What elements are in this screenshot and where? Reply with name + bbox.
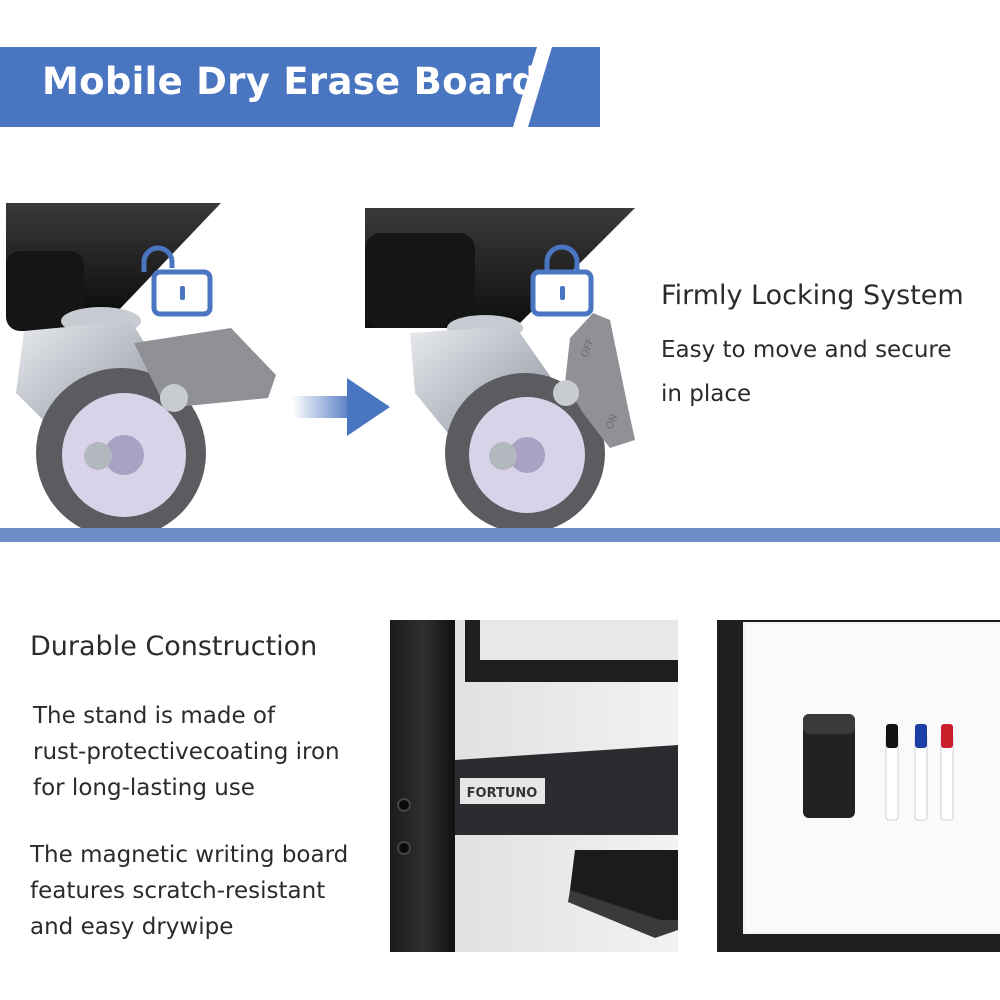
durable-paragraph-2: The magnetic writing board features scra… <box>30 837 348 945</box>
black-marker <box>885 724 899 821</box>
unlocked-padlock-icon <box>141 245 213 317</box>
section-divider <box>0 528 1000 542</box>
banner-title: Mobile Dry Erase Board <box>42 60 539 103</box>
blue-marker <box>914 724 928 821</box>
stand-frame-photo: FORTUNO <box>390 620 678 952</box>
brake-on-label: ON <box>604 413 620 431</box>
whiteboard-accessories-photo <box>717 620 1000 952</box>
caster-locked-photo: OFF ON <box>365 208 635 528</box>
paragraph-line: and easy drywipe <box>30 914 234 940</box>
paragraph-line: features scratch-resistant <box>30 878 326 904</box>
eraser <box>803 714 855 818</box>
title-banner <box>0 47 600 127</box>
arrow-right-icon <box>292 378 390 436</box>
locking-system-desc-line: in place <box>661 381 752 407</box>
brand-label: FORTUNO <box>467 786 538 801</box>
locked-padlock-icon <box>530 244 594 317</box>
durable-construction-title: Durable Construction <box>30 631 318 662</box>
paragraph-line: The magnetic writing board <box>30 842 349 868</box>
caster-unlocked-photo <box>6 203 276 528</box>
paragraph-line: rust-protectivecoating iron <box>33 739 340 765</box>
locking-system-desc-line: Easy to move and secure <box>661 337 952 363</box>
locking-system-title: Firmly Locking System <box>661 280 964 311</box>
paragraph-line: The stand is made of <box>33 703 276 729</box>
red-marker <box>940 724 954 821</box>
paragraph-line: for long-lasting use <box>33 775 255 801</box>
durable-paragraph-1: The stand is made of rust-protectivecoat… <box>33 698 340 806</box>
